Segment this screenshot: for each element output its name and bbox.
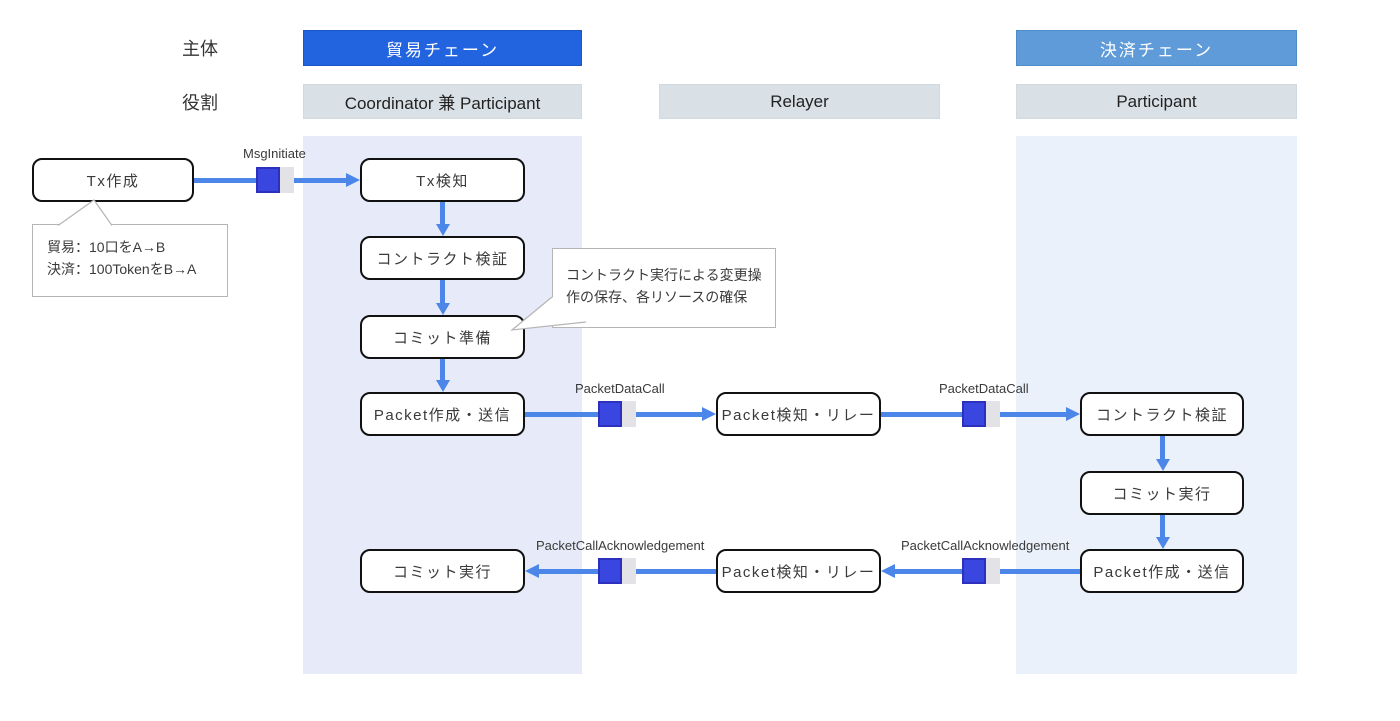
arrow-txdetect-to-verify [440,202,445,225]
role-row-label: 役割 [182,92,218,113]
node-packet-detect-relay-request: Packet検知・リレー [716,392,881,436]
arrowhead-down-icon [436,224,450,236]
node-packet-create-send-settlement: Packet作成・送信 [1080,549,1244,593]
packet-marker-gray-icon [986,401,1000,427]
packet-marker-gray-icon [280,167,294,193]
node-packet-detect-relay-ack: Packet検知・リレー [716,549,881,593]
node-tx-create: Tx作成 [32,158,194,202]
arrowhead-right-icon [1066,407,1080,421]
node-tx-detect: Tx検知 [360,158,525,202]
arrow-commitexec-to-packetsend [1160,515,1165,538]
coordinator-role-header: Coordinator 兼 Participant [303,84,582,119]
packet-marker-blue-icon [598,558,622,584]
arrowhead-down-icon [436,303,450,315]
arrowhead-down-icon [1156,459,1170,471]
packet-marker-blue-icon [962,401,986,427]
node-packet-create-send-trade: Packet作成・送信 [360,392,525,436]
packet-marker-gray-icon [622,401,636,427]
node-commit-execute-settlement: コミット実行 [1080,471,1244,515]
message-label-packetdatacall-1: PacketDataCall [575,381,665,396]
packet-marker-blue-icon [598,401,622,427]
arrowhead-left-icon [525,564,539,578]
node-contract-verify-trade: コントラクト検証 [360,236,525,280]
tx-note-line-2: 決済：100TokenをB→A [47,260,197,277]
node-commit-execute-trade: コミット実行 [360,549,525,593]
packet-marker-gray-icon [622,558,636,584]
message-label-packetcallack-left: PacketCallAcknowledgement [536,538,705,553]
message-label-msginitiate: MsgInitiate [243,146,306,161]
tx-note-callout: 貿易：10口をA→B 決済：100TokenをB→A [32,224,228,297]
settlement-chain-header: 決済チェーン [1016,30,1297,66]
packet-marker-gray-icon [986,558,1000,584]
arrowhead-left-icon [881,564,895,578]
arrow-verify-to-commitexec [1160,436,1165,460]
packet-marker-blue-icon [962,558,986,584]
arrow-commitprepare-to-packetsend [440,359,445,381]
arrowhead-down-icon [1156,537,1170,549]
message-label-packetdatacall-2: PacketDataCall [939,381,1029,396]
message-label-packetcallack-right: PacketCallAcknowledgement [901,538,1070,553]
relayer-role-header: Relayer [659,84,940,119]
arrowhead-right-icon [702,407,716,421]
arrowhead-down-icon [436,380,450,392]
subject-row-label: 主体 [182,39,218,59]
arrowhead-right-icon [346,173,360,187]
participant-role-header: Participant [1016,84,1297,119]
tx-note-line-1: 貿易：10口をA→B [47,239,166,255]
packet-marker-blue-icon [256,167,280,193]
node-commit-prepare: コミット準備 [360,315,525,359]
trade-chain-header: 貿易チェーン [303,30,582,66]
node-contract-verify-settlement: コントラクト検証 [1080,392,1244,436]
commit-prepare-note-bubble: コントラクト実行による変更操作の保存、各リソースの確保 [552,248,776,328]
arrow-verify-to-commitprepare [440,280,445,304]
commit-prepare-note-text: コントラクト実行による変更操作の保存、各リソースの確保 [566,267,762,305]
